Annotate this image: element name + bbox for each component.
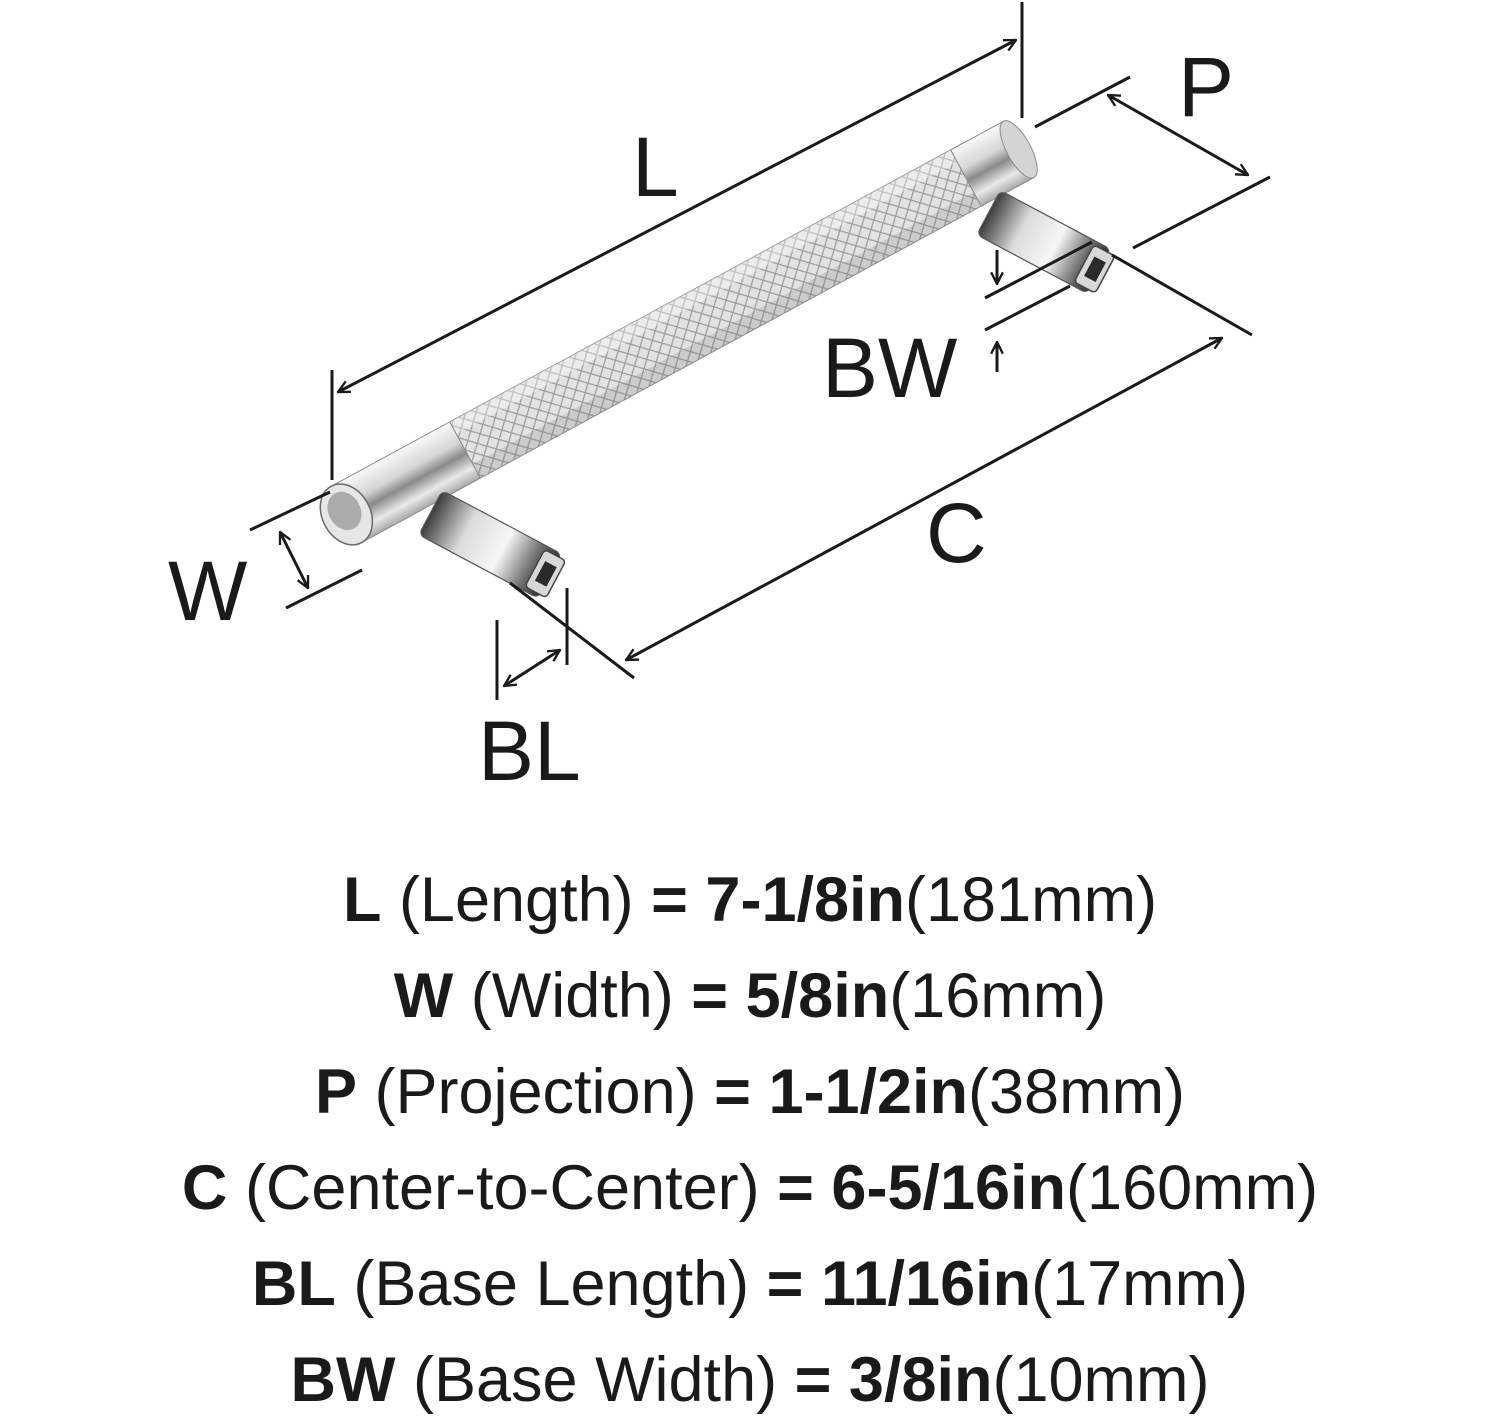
spec-base-width: BW (Base Width) = 3/8in(10mm): [0, 1332, 1500, 1428]
spec-width: W (Width) = 5/8in(16mm): [0, 948, 1500, 1044]
spec-mm: (16mm): [889, 961, 1107, 1031]
spec-mm: (38mm): [968, 1057, 1186, 1127]
projection-extension-top: [1034, 75, 1131, 129]
width-dimension-line: [278, 532, 310, 588]
spec-base-length: BL (Base Length) = 11/16in(17mm): [0, 1236, 1500, 1332]
base-width-extension-bottom: [984, 284, 1071, 332]
spec-equals: =: [714, 1057, 751, 1127]
spec-projection: P (Projection) = 1-1/2in(38mm): [0, 1044, 1500, 1140]
width-extension-top: [249, 490, 331, 532]
spec-mm: (181mm): [905, 865, 1158, 935]
center-extension-left: [509, 581, 635, 680]
spec-mm: (10mm): [992, 1345, 1210, 1415]
spec-mm: (160mm): [1066, 1153, 1319, 1223]
spec-inches: 6-5/16in: [831, 1153, 1067, 1223]
center-extension-right: [1111, 253, 1253, 337]
spec-name: (Base Length): [353, 1249, 750, 1319]
spec-inches: 5/8in: [745, 961, 890, 1031]
spec-name: (Base Width): [412, 1345, 778, 1415]
label-P: P: [1178, 40, 1234, 134]
spec-center-to-center: C (Center-to-Center) = 6-5/16in(160mm): [0, 1140, 1500, 1236]
length-dimension-line: [338, 38, 1016, 394]
spec-name: (Width): [470, 961, 674, 1031]
dimension-spec-list: L (Length) = 7-1/8in(181mm) W (Width) = …: [0, 852, 1500, 1428]
spec-inches: 11/16in: [820, 1249, 1032, 1319]
spec-length: L (Length) = 7-1/8in(181mm): [0, 852, 1500, 948]
width-extension-bottom: [285, 568, 363, 610]
spec-code: W: [393, 961, 454, 1031]
spec-inches: 1-1/2in: [768, 1057, 969, 1127]
spec-inches: 3/8in: [848, 1345, 993, 1415]
spec-code: C: [181, 1153, 228, 1223]
label-BW: BW: [822, 321, 957, 415]
spec-mm: (17mm): [1031, 1249, 1249, 1319]
label-W: W: [168, 544, 247, 638]
center-dimension-line: [626, 336, 1222, 662]
spec-inches: 7-1/8in: [705, 865, 906, 935]
label-BL: BL: [478, 704, 581, 798]
handle-dimension-diagram: L P BW W BL C: [168, 2, 1271, 798]
spec-equals: =: [651, 865, 688, 935]
spec-code: BL: [251, 1249, 336, 1319]
spec-code: L: [342, 865, 382, 935]
base-width-extension-top: [984, 240, 1093, 300]
label-L: L: [632, 120, 679, 214]
spec-name: (Center-to-Center): [244, 1153, 760, 1223]
projection-extension-bottom: [1132, 175, 1271, 250]
spec-code: BW: [290, 1345, 396, 1415]
projection-dimension-line: [1108, 93, 1248, 177]
dimension-lines: [249, 2, 1271, 700]
spec-equals: =: [691, 961, 729, 1031]
spec-code: P: [314, 1057, 357, 1127]
spec-equals: =: [777, 1153, 814, 1223]
spec-equals: =: [794, 1345, 832, 1415]
label-C: C: [926, 486, 987, 580]
spec-equals: =: [766, 1249, 804, 1319]
spec-name: (Length): [398, 865, 634, 935]
base-length-dimension-line: [504, 650, 560, 686]
left-base-post: [420, 492, 566, 598]
spec-name: (Projection): [374, 1057, 697, 1127]
